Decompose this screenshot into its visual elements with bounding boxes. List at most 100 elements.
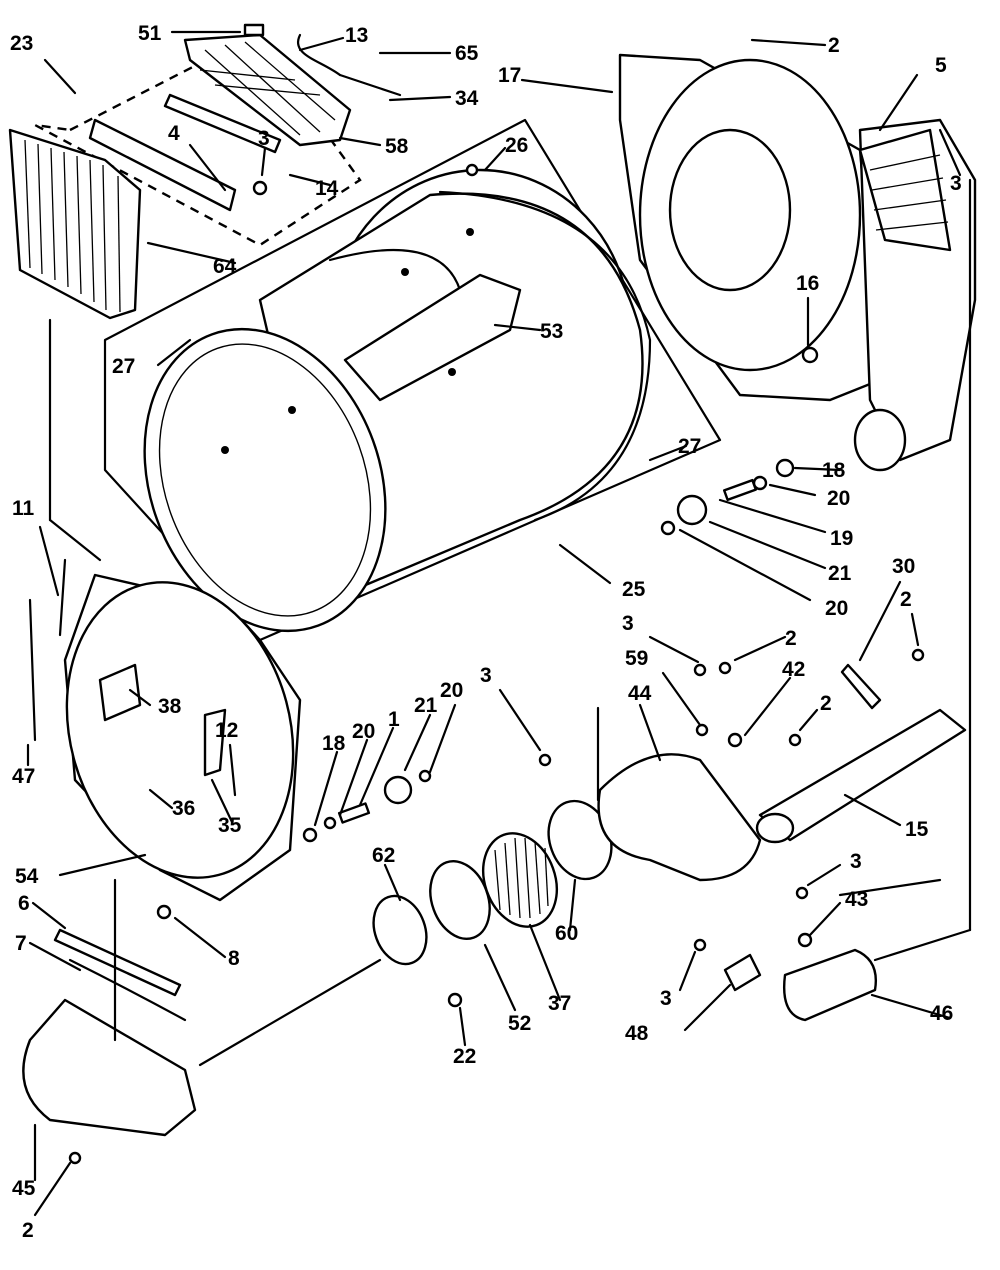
grille-mesh	[199, 41, 336, 136]
callout-2d: 2	[900, 588, 912, 611]
callout-16: 16	[796, 272, 819, 295]
callout-65: 65	[455, 42, 479, 65]
callout-18b: 18	[322, 732, 346, 755]
sensor-wire-part	[28, 598, 37, 742]
lint-duct-part	[22, 998, 197, 1137]
idler-part	[840, 663, 882, 710]
callout-labels: 51 13 65 34 58 23 4 3 14 64 26 2 17 5 3 …	[10, 22, 962, 1242]
front-bulkhead-group	[28, 558, 432, 920]
callout-1: 1	[388, 708, 400, 731]
callout-20b: 20	[825, 597, 848, 620]
door-switch-part	[98, 663, 142, 722]
callout-22: 22	[453, 1045, 476, 1068]
callout-58: 58	[385, 135, 409, 158]
callout-34: 34	[455, 87, 479, 110]
callout-21b: 21	[414, 694, 438, 717]
front-screw-part	[156, 904, 172, 920]
callout-3b: 3	[950, 172, 962, 195]
callout-2e: 2	[22, 1219, 34, 1242]
lint-screen-part	[8, 128, 142, 320]
callout-3a: 3	[258, 127, 270, 150]
filter-housing-part	[88, 118, 237, 212]
callout-60: 60	[555, 922, 578, 945]
motor-screw-2-part	[795, 886, 809, 900]
bracket-part	[338, 73, 402, 97]
callout-2b: 2	[785, 627, 797, 650]
lint-screen-mesh	[24, 139, 121, 313]
callout-36: 36	[172, 797, 195, 820]
rear-panel-group	[618, 53, 977, 472]
callout-20a: 20	[827, 487, 850, 510]
callout-45: 45	[12, 1177, 36, 1200]
callout-42: 42	[782, 658, 805, 681]
callout-12: 12	[215, 719, 238, 742]
callout-2a: 2	[828, 34, 840, 57]
duct-screw-part	[68, 1151, 82, 1165]
callout-51: 51	[138, 22, 162, 45]
seal-strip-part	[53, 928, 182, 997]
blower-group	[372, 753, 762, 1008]
callout-3f: 3	[660, 987, 672, 1010]
callout-35: 35	[218, 814, 242, 837]
callout-62: 62	[372, 844, 395, 867]
callout-54: 54	[15, 865, 39, 888]
felt-strip-part	[68, 958, 187, 1022]
callout-6: 6	[18, 892, 30, 915]
heater-grille-lines	[869, 154, 949, 231]
blower-wheel-blades	[494, 837, 549, 919]
drum-front-seal	[158, 343, 372, 617]
motor-group	[538, 648, 967, 1022]
heater-outlet	[853, 408, 907, 472]
callout-37: 37	[548, 992, 571, 1015]
wire-part	[296, 33, 342, 77]
callout-27a: 27	[112, 355, 135, 378]
drum-group	[143, 163, 652, 633]
idler-screw-part	[911, 648, 925, 662]
callout-64: 64	[213, 255, 237, 278]
front-roller-part	[383, 775, 413, 805]
callout-3d: 3	[622, 612, 634, 635]
callout-3c: 3	[480, 664, 492, 687]
drum-baffle-line	[328, 248, 462, 292]
callout-11: 11	[12, 497, 35, 520]
rear-bearing-group	[660, 458, 795, 536]
rear-nut-part	[660, 520, 676, 536]
callout-19: 19	[830, 527, 853, 550]
callout-20c: 20	[352, 720, 375, 743]
blower-screw-part	[447, 992, 463, 1008]
rear-roller-part	[676, 494, 708, 526]
callout-59: 59	[625, 647, 648, 670]
callout-13: 13	[345, 24, 368, 47]
callout-21a: 21	[828, 562, 852, 585]
rear-opening	[668, 128, 792, 292]
rear-pulley	[801, 346, 819, 364]
callout-38: 38	[158, 695, 182, 718]
callout-27b: 27	[678, 435, 701, 458]
rear-bearing-part	[775, 458, 795, 478]
front-lower-group	[22, 928, 197, 1165]
front-bulkhead-ring	[65, 581, 295, 879]
drum-rear-seal	[438, 190, 652, 522]
callout-25: 25	[622, 578, 646, 601]
housing-washer-part	[695, 723, 709, 737]
housing-screw-part	[693, 663, 707, 677]
callout-18a: 18	[822, 459, 846, 482]
rear-shaft-part	[722, 478, 758, 502]
front-washer-part	[323, 816, 337, 830]
thermostat-part	[203, 708, 227, 777]
drum-screw	[465, 163, 479, 177]
front-bearing-part	[302, 827, 318, 843]
exhaust-end-part	[755, 812, 795, 844]
motor-bracket-part	[723, 953, 762, 992]
front-shaft-part	[337, 802, 371, 824]
motor-part	[783, 948, 877, 1022]
callout-43: 43	[845, 888, 868, 911]
leader-lines	[26, 30, 972, 1217]
callout-20d: 20	[440, 679, 463, 702]
exhaust-screw-part	[788, 733, 802, 747]
blower-housing-part	[597, 753, 762, 882]
callout-48: 48	[625, 1022, 649, 1045]
callout-15: 15	[905, 818, 929, 841]
callout-44: 44	[628, 682, 652, 705]
